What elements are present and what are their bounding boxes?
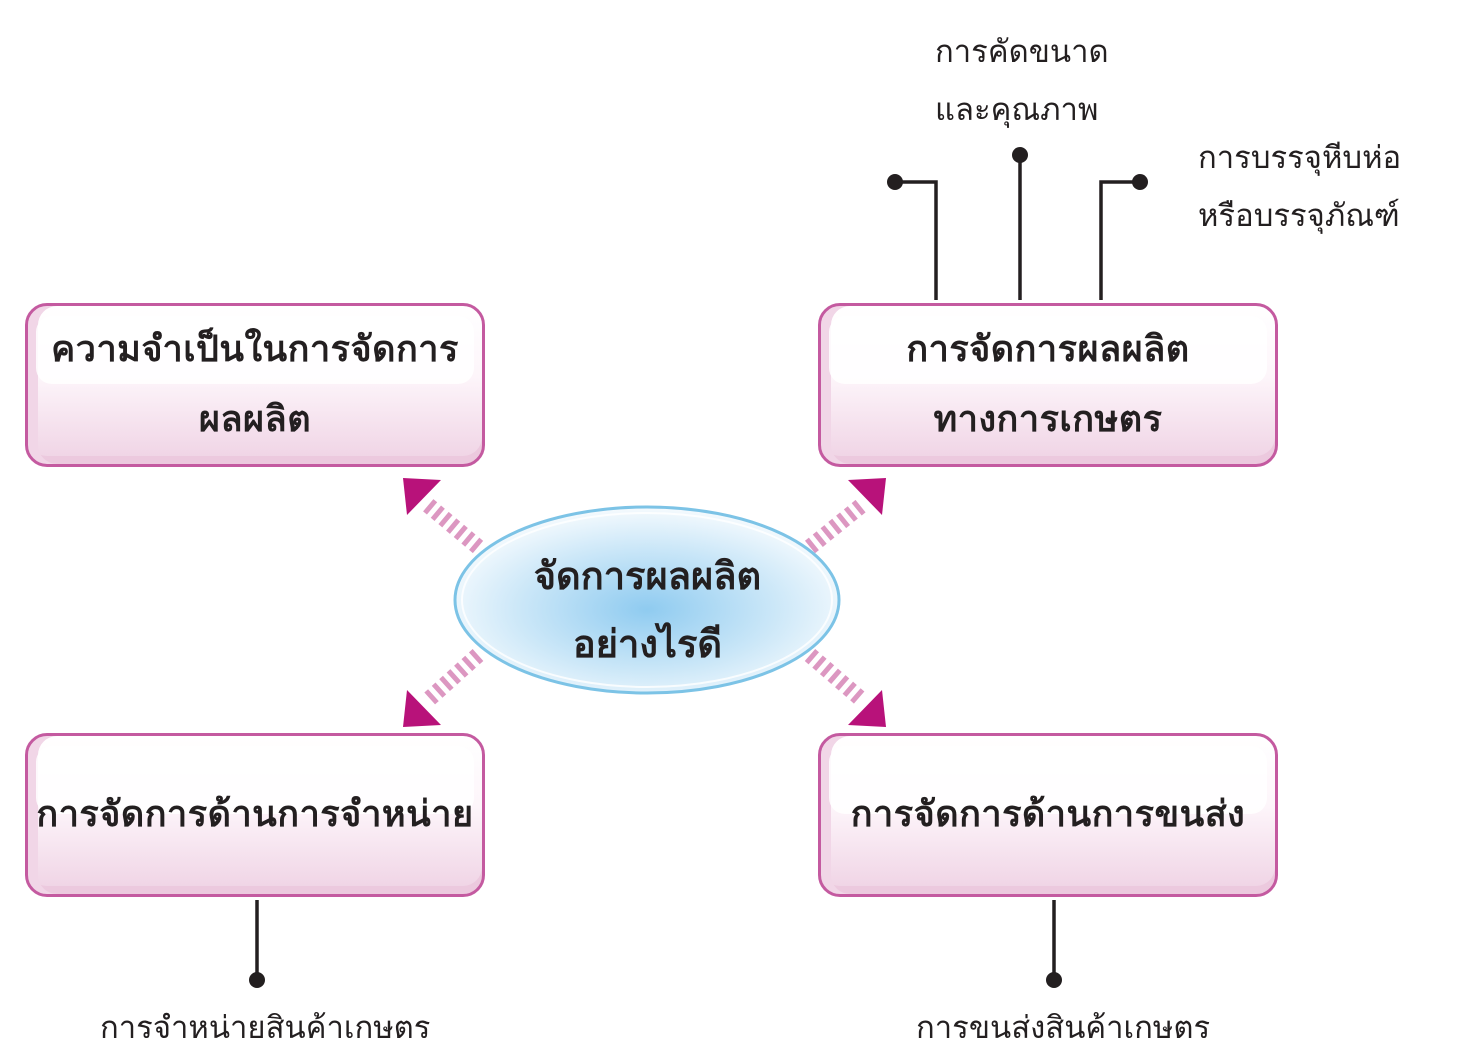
box-transport-management: การจัดการด้านการขนส่ง [818, 733, 1278, 897]
box-produce-management-line-2: ทางการเกษตร [933, 399, 1163, 440]
arrow-top-left [403, 478, 484, 554]
center-ellipse-inner-ring [461, 512, 833, 688]
box-necessity-line-1: ความจำเป็นในการจัดการ [51, 329, 459, 370]
note-packaging-line-1: การบรรจุหีบห่อ [1198, 140, 1402, 176]
note-sorting-line-1: การคัดขนาด [935, 34, 1109, 70]
box-necessity-line-2: ผลผลิต [198, 399, 312, 440]
connector-group-top [895, 155, 1140, 300]
arrow-top-right [804, 478, 886, 554]
note-transport: การขนส่งสินค้าเกษตร [916, 1010, 1211, 1046]
connector-dot-bottom-left [249, 972, 265, 988]
connector-dot-bottom-right [1046, 972, 1062, 988]
box-produce-management-line-1: การจัดการผลผลิต [906, 329, 1190, 370]
arrow-bottom-right [804, 648, 886, 727]
connector-dot-middle [1012, 147, 1028, 163]
box-sales-management: การจัดการด้านการจำหน่าย [25, 733, 485, 897]
connector-left [895, 180, 938, 300]
box-transport-management-line-1: การจัดการด้านการขนส่ง [850, 794, 1246, 835]
box-sales-management-line-1: การจัดการด้านการจำหน่าย [36, 794, 474, 835]
note-sorting-line-2: และคุณภาพ [935, 92, 1099, 128]
connector-right [1099, 180, 1140, 300]
center-title: จัดการผลผลิต อย่างไรดี [455, 525, 840, 695]
connector-dot-right [1132, 174, 1148, 190]
box-necessity: ความจำเป็นในการจัดการ ผลผลิต [25, 303, 485, 467]
center-title-line-1: จัดการผลผลิต [533, 554, 762, 598]
arrow-bottom-left [403, 649, 484, 727]
note-packaging-line-2: หรือบรรจุภัณฑ์ [1198, 198, 1400, 234]
box-produce-management: การจัดการผลผลิต ทางการเกษตร [818, 303, 1278, 467]
connector-dot-left [887, 174, 903, 190]
center-title-line-2: อย่างไรดี [572, 622, 723, 666]
center-ellipse [453, 505, 841, 695]
note-selling: การจำหน่ายสินค้าเกษตร [100, 1010, 431, 1046]
